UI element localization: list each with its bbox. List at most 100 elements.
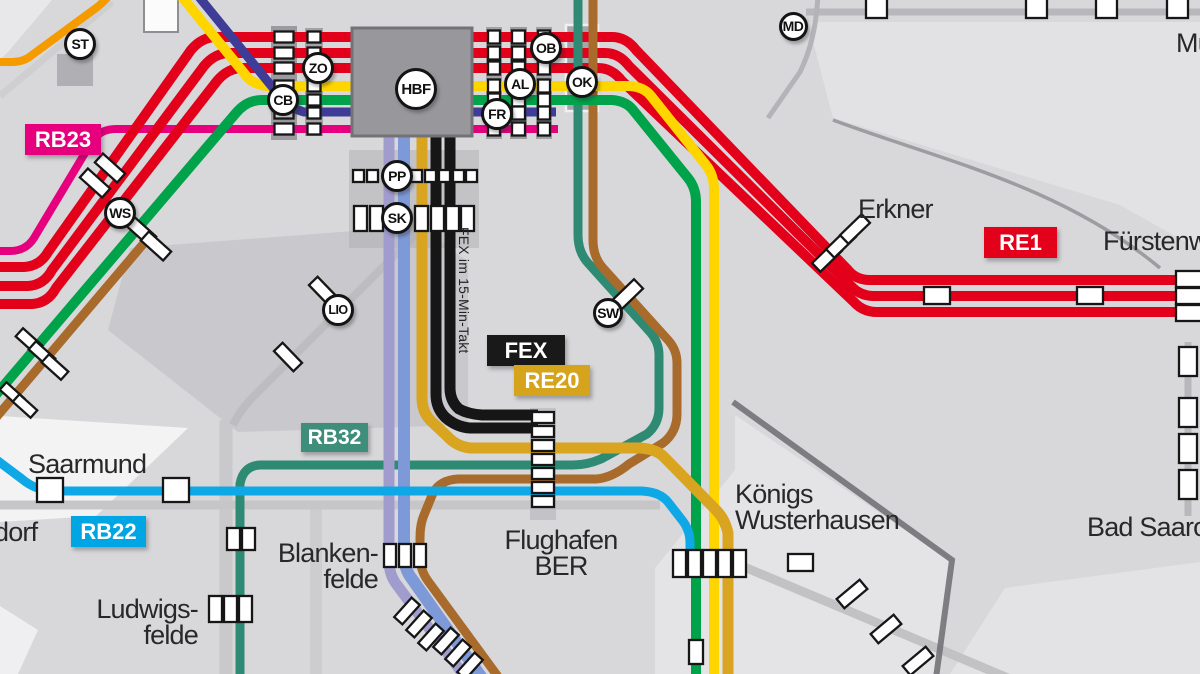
- station-circle-ok: OK: [566, 66, 598, 98]
- station-tick: [237, 594, 254, 624]
- station-tick: [222, 594, 239, 624]
- place-name-ludwigsfelde: Ludwigs-felde: [96, 594, 198, 651]
- station-tick: [486, 29, 502, 45]
- place-name-bad-saarow: Bad Saarow: [1087, 512, 1200, 542]
- station-tick: [444, 204, 461, 233]
- station-tick: [835, 578, 869, 610]
- station-tick: [455, 651, 485, 674]
- station-tick: [486, 60, 502, 76]
- station-tick: [716, 548, 733, 579]
- station-tick: [701, 548, 718, 579]
- station-tick: [510, 29, 527, 45]
- fex-frequency-note: FEX im 15-Min-Takt: [456, 227, 472, 354]
- station-tick: [397, 542, 413, 569]
- station-tick: [901, 645, 935, 674]
- station-tick: [240, 526, 257, 552]
- line-fex-b: [444, 137, 538, 421]
- station-tick: [78, 166, 112, 200]
- station-tick: [273, 30, 295, 44]
- station-tick: [1177, 345, 1199, 378]
- station-tick: [1165, 0, 1190, 20]
- station-tick: [273, 46, 295, 60]
- station-tick: [486, 45, 502, 61]
- station-tick: [272, 341, 304, 373]
- city-boundary: [731, 399, 956, 674]
- station-tick: [1174, 269, 1200, 289]
- station-circle-sw: SW: [593, 298, 623, 328]
- station-tick: [451, 168, 466, 184]
- station-tick: [392, 596, 422, 626]
- place-name-saarmund: Saarmund: [28, 449, 147, 479]
- station-tick: [1075, 285, 1105, 306]
- place-name-dorf: dorf: [0, 517, 38, 547]
- station-tick: [530, 480, 556, 495]
- station-tick: [671, 548, 688, 579]
- station-circle-ob: OB: [530, 32, 562, 64]
- line-brown-east: [415, 0, 682, 674]
- place-name-muencheberg: Müncheberg: [1176, 28, 1200, 58]
- station-tick: [536, 92, 552, 108]
- station-tick: [412, 542, 428, 569]
- station-tick: [429, 204, 446, 233]
- station-tick: [423, 168, 438, 184]
- station-tick: [273, 122, 295, 136]
- station-tick: [687, 638, 705, 666]
- station-tick: [93, 151, 127, 185]
- station-tick: [139, 229, 173, 263]
- station-tick: [35, 476, 65, 504]
- station-tick: [1024, 0, 1049, 20]
- station-tick: [459, 204, 476, 233]
- station-circle-al: AL: [504, 68, 536, 100]
- station-tick: [306, 30, 322, 44]
- place-name-erkner: Erkner: [858, 194, 934, 224]
- station-tick: [413, 204, 430, 233]
- station-circle-lio: LIO: [322, 294, 354, 326]
- station-tick: [536, 78, 552, 94]
- station-circle-hbf: HBF: [395, 68, 437, 110]
- station-tick: [686, 548, 703, 579]
- station-tick: [382, 542, 398, 569]
- place-name-blankenfelde: Blanken-felde: [277, 538, 379, 595]
- line-rb32: [235, 0, 664, 674]
- station-tick: [306, 93, 322, 107]
- station-tick: [530, 466, 556, 481]
- station-tick: [1174, 303, 1200, 323]
- station-tick: [40, 352, 70, 382]
- station-tick: [510, 45, 527, 61]
- line-badge-fex: FEX: [487, 335, 565, 366]
- station-circle-st: ST: [64, 28, 96, 60]
- line-re1-a-east: [472, 32, 1200, 285]
- line-orange: [0, 0, 111, 66]
- station-tick: [530, 424, 556, 439]
- line-re1-c-east: [472, 63, 1200, 317]
- station-circle-ws: WS: [104, 197, 136, 229]
- station-tick: [922, 285, 952, 306]
- line-badge-rb32: RB32: [301, 423, 368, 452]
- station-circle-pp: PP: [381, 160, 413, 192]
- station-tick: [530, 438, 556, 453]
- line-badge-re1: RE1: [984, 227, 1057, 258]
- station-tick: [510, 121, 527, 137]
- station-tick: [838, 212, 872, 246]
- station-tick: [207, 594, 224, 624]
- station-tick: [352, 204, 369, 233]
- line-badge-re20: RE20: [514, 365, 590, 396]
- line-green-west: [0, 95, 470, 398]
- line-badge-rb23: RB23: [25, 124, 101, 155]
- station-tick: [786, 552, 815, 573]
- station-tick: [161, 476, 191, 504]
- station-tick: [306, 122, 322, 136]
- line-re1-b-east: [472, 48, 1200, 301]
- station-tick: [273, 61, 295, 75]
- station-tick: [530, 494, 556, 509]
- station-tick: [1094, 0, 1119, 20]
- station-tick: [510, 105, 527, 121]
- line-yellow-east: [472, 81, 719, 674]
- station-tick: [437, 168, 452, 184]
- station-tick: [869, 613, 903, 645]
- station-tick: [431, 626, 461, 656]
- station-tick: [225, 526, 242, 552]
- line-rb23: [0, 125, 558, 255]
